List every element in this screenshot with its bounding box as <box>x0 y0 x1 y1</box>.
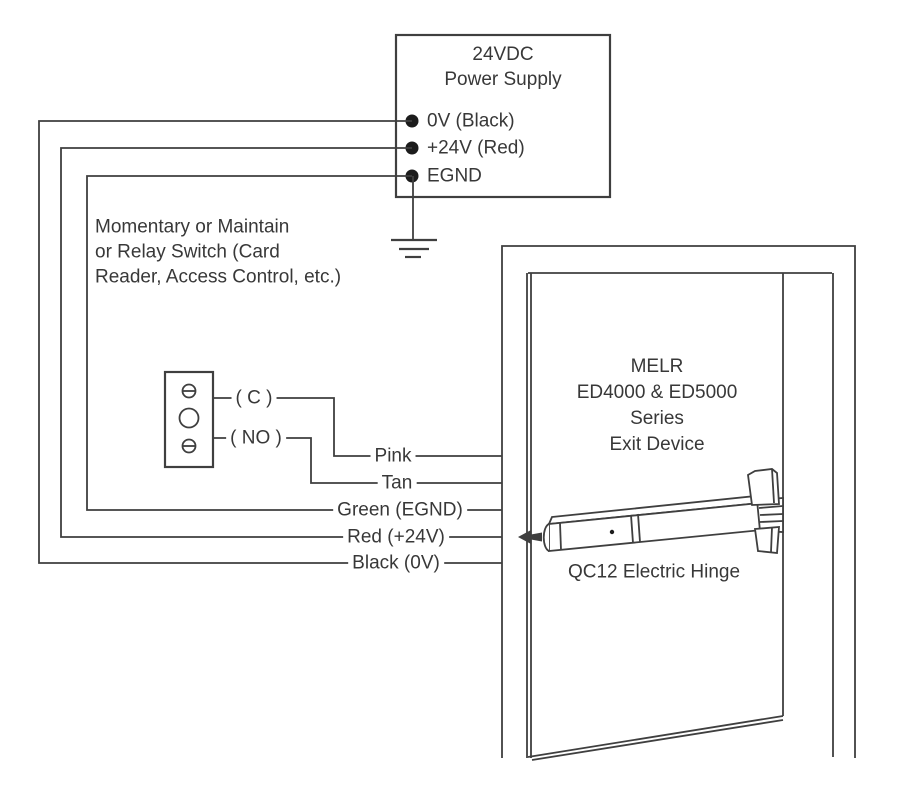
exit-device-label-line2: ED4000 & ED5000 <box>576 382 738 403</box>
door-outline <box>501 245 856 761</box>
screw-terminal-icon-bottom <box>181 438 197 454</box>
contact-label-common: ( C ) <box>231 387 277 409</box>
hinge-wire-arrow-icon <box>518 530 542 544</box>
exit-device-label-line3: Series <box>630 408 684 429</box>
switch-note-line2: or Relay Switch (Card <box>95 241 280 263</box>
wire-label-pink: Pink <box>370 445 416 467</box>
wire-label-tan: Tan <box>377 472 417 494</box>
wire-label-black-0v: Black (0V) <box>348 552 444 574</box>
switch-note-line3: Reader, Access Control, etc.) <box>95 266 342 288</box>
exit-device-push-bar <box>542 468 784 554</box>
wire-green-egnd <box>86 175 502 511</box>
power-supply-title-line2: Power Supply <box>444 69 562 90</box>
screw-terminal-icon-top <box>181 383 197 399</box>
power-supply-box <box>394 33 612 199</box>
wire-black-0v <box>38 120 502 564</box>
hinge-label: QC12 Electric Hinge <box>567 561 741 583</box>
switch-contact-block <box>163 370 215 469</box>
wire-red-24v <box>60 147 502 538</box>
switch-note-line1: Momentary or Maintain <box>95 216 290 238</box>
exit-device-label-line4: Exit Device <box>609 434 705 455</box>
exit-device-label-line1: MELR <box>630 356 684 377</box>
terminal-label-24v: +24V (Red) <box>427 137 525 159</box>
contact-label-no: ( NO ) <box>226 427 286 449</box>
earth-ground-icon <box>391 176 437 259</box>
terminal-label-egnd: EGND <box>427 165 482 187</box>
terminal-label-0v: 0V (Black) <box>427 110 515 132</box>
wire-label-red-24v: Red (+24V) <box>343 526 449 548</box>
power-supply-title-line1: 24VDC <box>472 44 534 65</box>
switch-center-hole <box>178 407 200 429</box>
wire-label-green-egnd: Green (EGND) <box>333 499 467 521</box>
